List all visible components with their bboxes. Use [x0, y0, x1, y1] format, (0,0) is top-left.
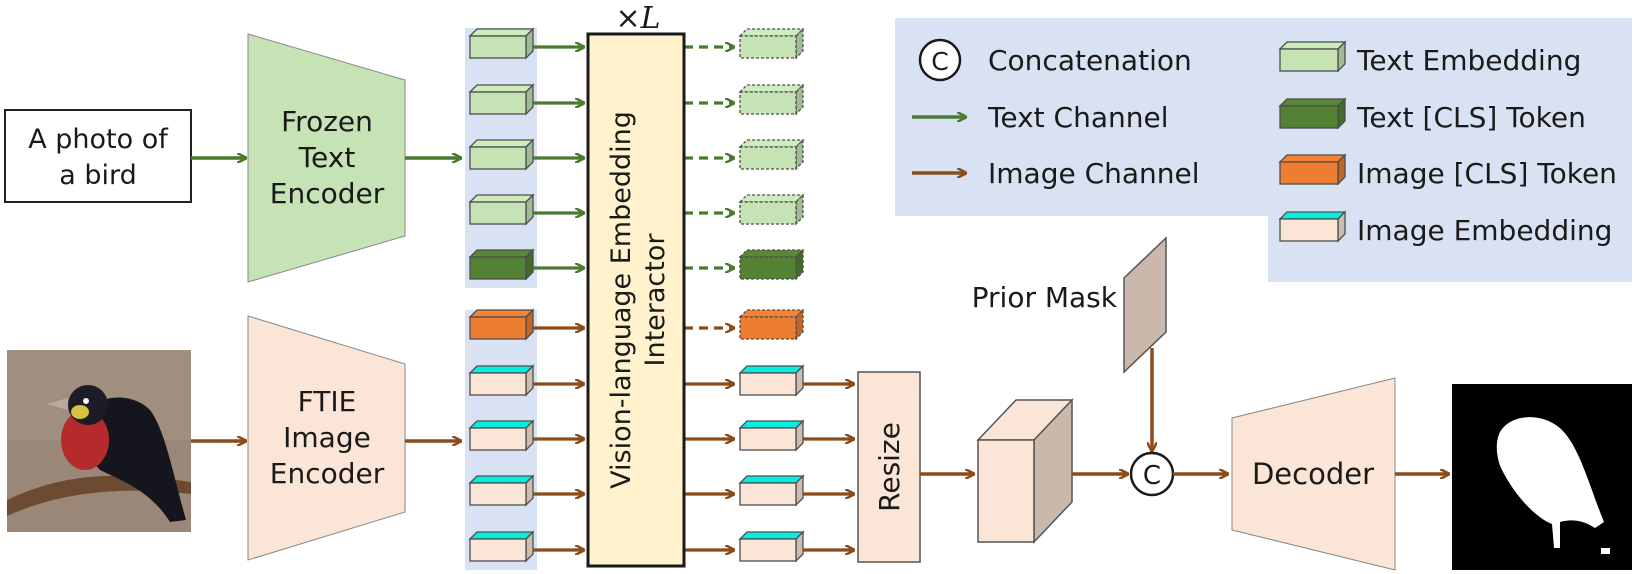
ftie-image-encoder	[247, 315, 406, 561]
legend-image-channel-label: Image Channel	[988, 157, 1200, 190]
legend-text-cls-label: Text [CLS] Token	[1356, 101, 1586, 134]
input-token-8	[468, 474, 535, 507]
legend-text-channel-label: Text Channel	[987, 101, 1168, 134]
input-token-4	[468, 248, 535, 281]
resize-label: Resize	[873, 422, 906, 512]
output-token-1	[738, 83, 805, 116]
legend-concatenation-label: Concatenation	[988, 44, 1192, 77]
output-mask	[1452, 384, 1632, 570]
decoder	[1231, 377, 1396, 571]
input-token-7	[468, 419, 535, 452]
prior-mask-label: Prior Mask	[972, 281, 1118, 314]
legend-image-cls-icon	[1278, 153, 1347, 186]
legend-image-embedding-icon	[1278, 210, 1347, 243]
bird-photo	[7, 350, 191, 532]
legend-text-embedding-icon	[1278, 40, 1347, 73]
input-token-5	[468, 308, 535, 341]
legend-text-cls-icon	[1278, 97, 1347, 130]
image-encoder-line1: FTIE	[298, 385, 357, 418]
output-token-7	[738, 419, 805, 452]
legend-text-embedding-label: Text Embedding	[1356, 44, 1581, 77]
image-encoder-line2: Image	[283, 421, 371, 454]
input-text-line1: A photo of	[28, 124, 169, 155]
text-encoder-line2: Text	[298, 141, 356, 174]
text-encoder-line3: Encoder	[270, 177, 385, 210]
output-token-2	[738, 138, 805, 171]
interactor-label-line2: Interactor	[640, 233, 671, 367]
output-token-group	[684, 27, 854, 563]
input-token-3	[468, 193, 535, 226]
legend-concat-icon	[918, 38, 962, 82]
output-token-6	[738, 364, 805, 397]
input-token-group	[468, 27, 584, 563]
resize-block	[857, 371, 921, 563]
output-token-4	[738, 248, 805, 281]
vision-language-interactor	[586, 32, 686, 568]
input-token-6	[468, 364, 535, 397]
prior-mask-plane	[1123, 236, 1167, 374]
output-token-9	[738, 530, 805, 563]
frozen-text-encoder	[247, 33, 406, 283]
input-text-box	[4, 109, 192, 203]
output-token-3	[738, 193, 805, 226]
feature-volume	[976, 398, 1074, 544]
legend-concat-icon-letter: C	[931, 47, 948, 76]
interactor-label-line1: Vision-language Embedding	[606, 111, 637, 489]
decoder-label: Decoder	[1252, 457, 1374, 491]
concat-symbol: C	[1143, 461, 1161, 491]
legend-token-icons	[1278, 40, 1347, 243]
text-encoder-line1: Frozen	[281, 105, 373, 138]
legend-panel	[895, 18, 1632, 282]
input-token-0	[468, 27, 535, 60]
input-token-1	[468, 83, 535, 116]
interactor-repeat-label: ×L	[615, 1, 660, 36]
output-token-0	[738, 27, 805, 60]
output-token-8	[738, 474, 805, 507]
legend-image-embedding-label: Image Embedding	[1357, 214, 1612, 247]
output-token-5	[738, 308, 805, 341]
input-text-line2: a bird	[59, 160, 137, 191]
image-encoder-line3: Encoder	[270, 457, 385, 490]
legend-image-cls-label: Image [CLS] Token	[1357, 157, 1617, 190]
input-token-9	[468, 530, 535, 563]
input-token-2	[468, 138, 535, 171]
